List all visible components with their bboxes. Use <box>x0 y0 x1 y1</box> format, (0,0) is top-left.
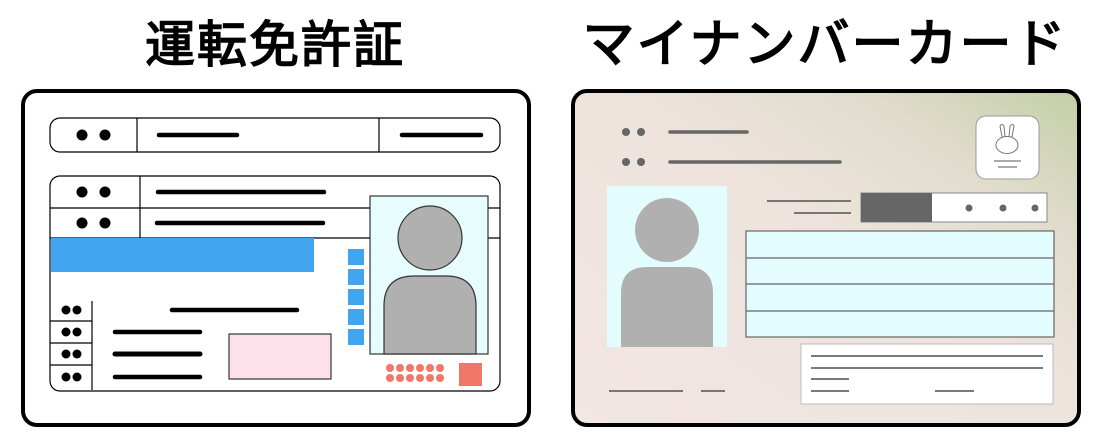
license-pink-box <box>228 333 332 380</box>
drivers-license-title: 運転免許証 <box>145 16 405 74</box>
mnc-bottom-box <box>800 343 1054 405</box>
rabbit-emblem-icon <box>975 115 1040 180</box>
mnc-number-field <box>860 192 1048 223</box>
license-red-square <box>459 363 482 386</box>
license-color-band <box>51 238 314 272</box>
mnc-info-table <box>745 230 1055 338</box>
mnc-header-lines <box>622 128 842 166</box>
mnc-photo <box>607 186 727 347</box>
license-body <box>49 175 501 392</box>
my-number-card <box>571 89 1081 427</box>
license-photo <box>369 195 489 355</box>
license-red-dots <box>386 364 444 382</box>
my-number-card-title: マイナンバーカード <box>582 15 1068 75</box>
drivers-license-card <box>21 89 531 427</box>
header-row <box>49 117 501 153</box>
license-blue-squares <box>348 249 364 345</box>
